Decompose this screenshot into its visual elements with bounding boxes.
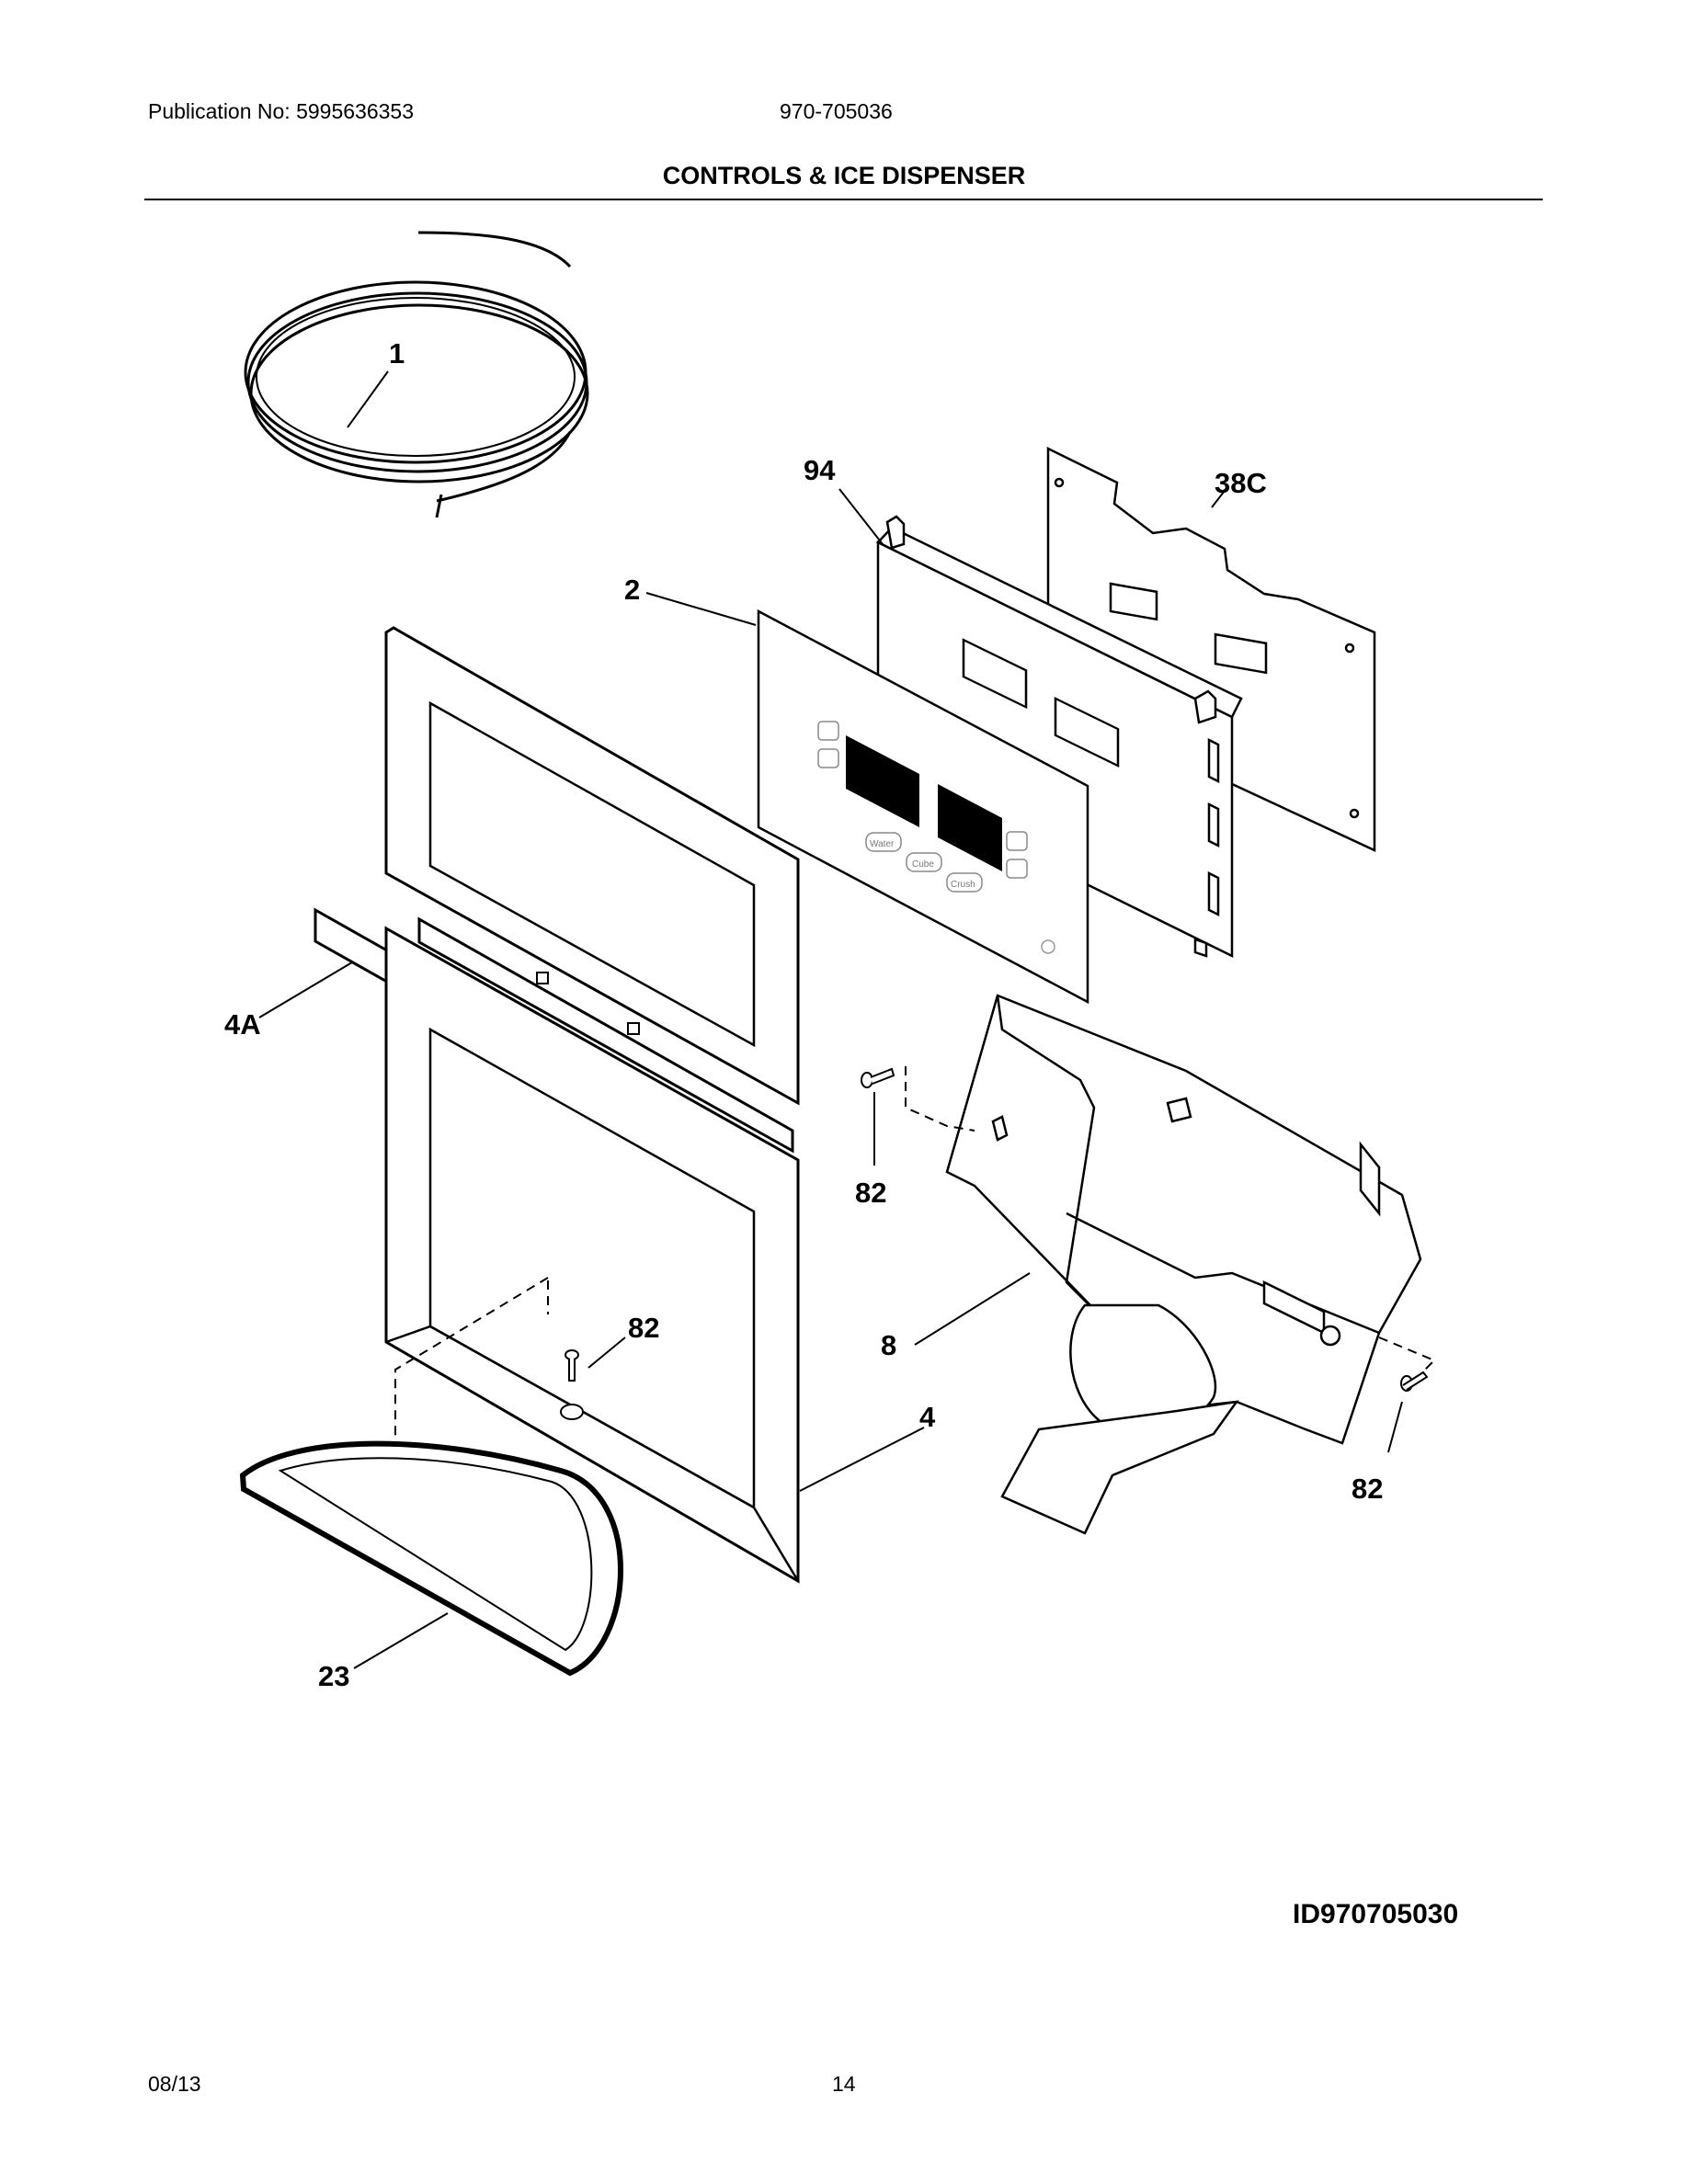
part-4-frame-lower	[384, 926, 800, 1584]
callout-82-right: 82	[1352, 1473, 1383, 1505]
leader-38c	[1211, 486, 1228, 508]
part-2-control-overlay: Water Cube Crush	[757, 609, 1089, 1005]
leader-4a	[258, 961, 353, 1018]
callout-1: 1	[389, 337, 405, 370]
callout-23: 23	[318, 1660, 349, 1692]
screw-82-frame	[565, 1349, 579, 1382]
screw-82-top	[861, 1067, 895, 1088]
cube-button-label: Cube	[912, 859, 934, 870]
callout-82-top: 82	[855, 1177, 886, 1209]
leader-4	[799, 1427, 925, 1492]
part-38c-insulation	[1046, 446, 1376, 852]
page-number: 14	[832, 2072, 856, 2096]
callout-4a: 4A	[224, 1008, 261, 1041]
leader-1	[347, 370, 389, 428]
callout-2: 2	[624, 574, 640, 606]
leader-82-mid	[587, 1337, 626, 1369]
part-23-drip-tray	[239, 1440, 623, 1677]
alignment-dashes-right	[1378, 1337, 1436, 1375]
screw-82-right	[1400, 1371, 1429, 1392]
illustration-id: ID970705030	[1293, 1899, 1459, 1929]
leader-23	[353, 1612, 449, 1669]
leader-82-right	[1387, 1401, 1403, 1453]
water-button-label: Water	[870, 839, 895, 849]
callout-4: 4	[919, 1401, 936, 1433]
part-4-frame-upper	[384, 626, 800, 1154]
leader-94	[838, 488, 884, 545]
footer-date: 08/13	[148, 2072, 201, 2096]
callout-8: 8	[881, 1329, 896, 1361]
callout-82-mid: 82	[628, 1312, 659, 1344]
part-8-ice-dispenser-assembly	[945, 994, 1422, 1535]
page-title: CONTROLS & ICE DISPENSER	[662, 162, 1026, 189]
callout-38c: 38C	[1215, 467, 1267, 499]
leader-2	[645, 592, 757, 626]
document-number: 970-705036	[780, 99, 893, 123]
publication-number: Publication No: 5995636353	[148, 99, 415, 123]
title-divider	[144, 199, 1543, 200]
alignment-dashes-top	[905, 1066, 975, 1132]
part-1-tubing-coil	[244, 231, 589, 518]
leader-8	[914, 1272, 1031, 1346]
crush-button-label: Crush	[951, 880, 975, 890]
callout-94: 94	[804, 454, 836, 486]
